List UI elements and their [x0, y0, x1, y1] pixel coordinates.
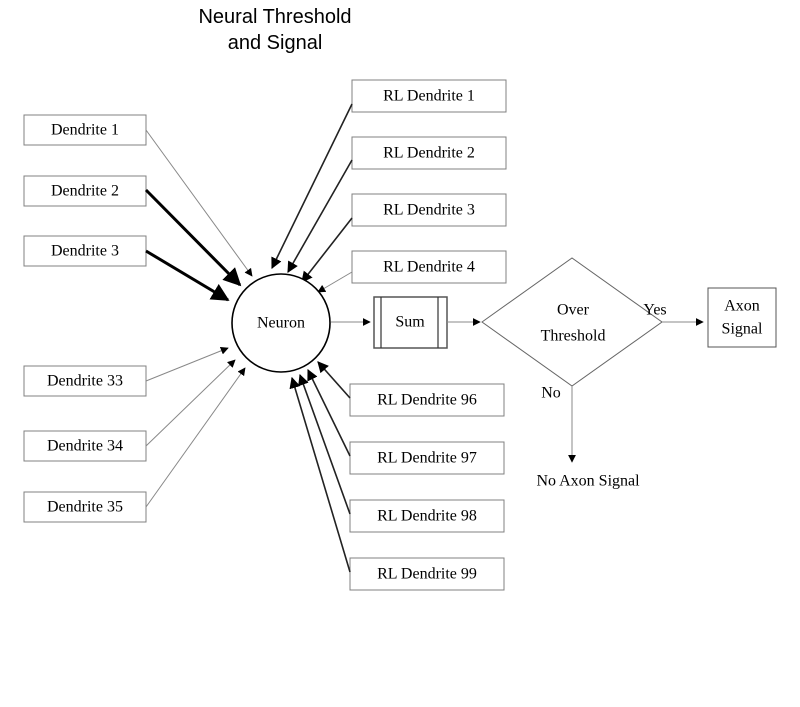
connector-rl-dendrite-99-to-neuron: [289, 376, 351, 573]
decision-over-threshold[interactable]: Over Threshold: [481, 257, 663, 387]
dendrite-box-33[interactable]: Dendrite 33: [23, 365, 147, 397]
connector-dendrite-3-to-neuron: [145, 249, 230, 302]
dendrite-box-35-label: Dendrite 35: [47, 499, 123, 516]
dendrite-box-1-label: Dendrite 1: [51, 122, 119, 139]
page-title: Neural Threshold and Signal: [198, 6, 351, 54]
dendrite-box-34-label: Dendrite 34: [47, 438, 123, 455]
decision-label-line-1: Over: [557, 302, 590, 319]
connector-dendrite-35-to-neuron: [145, 367, 246, 508]
rl-dendrite-box-99-label: RL Dendrite 99: [377, 566, 477, 583]
axon-signal-label-line-1: Axon: [724, 298, 760, 315]
rl-dendrite-box-97[interactable]: RL Dendrite 97: [349, 441, 505, 475]
axon-signal-label-line-2: Signal: [722, 321, 763, 338]
dendrite-box-2-label: Dendrite 2: [51, 183, 119, 200]
rl-dendrite-box-99[interactable]: RL Dendrite 99: [349, 557, 505, 591]
dendrite-box-33-label: Dendrite 33: [47, 373, 123, 390]
dendrite-box-3-label: Dendrite 3: [51, 243, 119, 260]
connector-rl-dendrite-97-to-neuron: [307, 368, 351, 457]
edge-label-yes: Yes: [643, 302, 666, 319]
rl-dendrite-box-3[interactable]: RL Dendrite 3: [351, 193, 507, 227]
neuron-label: Neuron: [257, 315, 305, 332]
dendrite-box-1[interactable]: Dendrite 1: [23, 114, 147, 146]
dendrite-box-3[interactable]: Dendrite 3: [23, 235, 147, 267]
no-axon-signal-label: No Axon Signal: [536, 473, 640, 490]
edge-label-no: No: [541, 385, 561, 402]
rl-dendrite-box-2[interactable]: RL Dendrite 2: [351, 136, 507, 170]
connector-dendrite-1-to-neuron: [145, 129, 253, 277]
rl-dendrite-box-96-label: RL Dendrite 96: [377, 392, 477, 409]
rl-dendrite-box-4[interactable]: RL Dendrite 4: [351, 250, 507, 284]
connector-rl-dendrite-3-to-neuron: [301, 217, 353, 283]
axon-signal-node[interactable]: Axon Signal: [707, 287, 777, 348]
decision-label-line-2: Threshold: [541, 328, 606, 345]
dendrite-box-35[interactable]: Dendrite 35: [23, 491, 147, 523]
sum-label: Sum: [395, 314, 425, 331]
connector-dendrite-2-to-neuron: [144, 188, 242, 287]
rl-dendrite-box-98-label: RL Dendrite 98: [377, 508, 477, 525]
rl-dendrite-box-98[interactable]: RL Dendrite 98: [349, 499, 505, 533]
connector-rl-dendrite-96-to-neuron: [317, 361, 351, 399]
sum-node[interactable]: Sum: [373, 296, 448, 349]
rl-dendrite-box-1[interactable]: RL Dendrite 1: [351, 79, 507, 113]
dendrite-box-2[interactable]: Dendrite 2: [23, 175, 147, 207]
rl-dendrite-box-2-label: RL Dendrite 2: [383, 145, 475, 162]
title-line-2: and Signal: [228, 32, 323, 54]
connector-dendrite-34-to-neuron: [145, 359, 236, 447]
dendrite-box-34[interactable]: Dendrite 34: [23, 430, 147, 462]
rl-dendrite-box-1-label: RL Dendrite 1: [383, 88, 475, 105]
rl-dendrite-box-97-label: RL Dendrite 97: [377, 450, 477, 467]
title-line-1: Neural Threshold: [198, 6, 351, 28]
neuron-node[interactable]: Neuron: [231, 273, 331, 373]
connector-rl-dendrite-1-to-neuron: [271, 103, 353, 270]
connector-rl-dendrite-2-to-neuron: [287, 159, 353, 273]
connector-rl-dendrite-4-to-neuron: [317, 271, 353, 293]
rl-dendrite-box-3-label: RL Dendrite 3: [383, 202, 475, 219]
rl-dendrite-box-4-label: RL Dendrite 4: [383, 259, 475, 276]
rl-dendrite-box-96[interactable]: RL Dendrite 96: [349, 383, 505, 417]
connector-rl-dendrite-98-to-neuron: [298, 373, 351, 515]
connector-dendrite-33-to-neuron: [145, 346, 229, 382]
